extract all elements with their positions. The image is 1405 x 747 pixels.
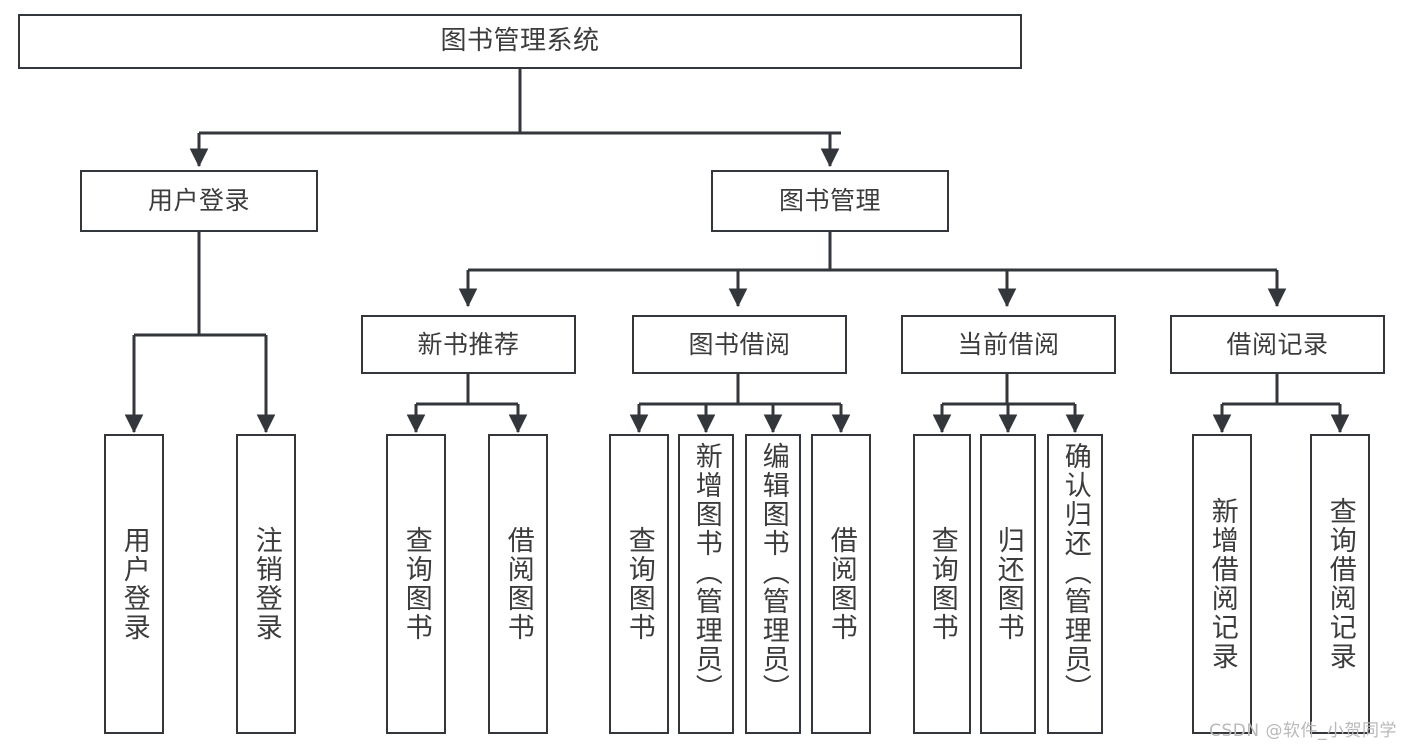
node-label: 图书借阅	[688, 329, 791, 359]
leaf-borrow-book-borrow[interactable]: 借阅图书	[811, 434, 871, 734]
node-label: 借阅图书	[502, 526, 534, 642]
node-label: 用户登录	[118, 526, 150, 642]
node-borrow-record[interactable]: 借阅记录	[1170, 315, 1385, 374]
node-label: 查询图书	[623, 526, 655, 642]
leaf-query-book-newbook[interactable]: 查询图书	[386, 434, 446, 734]
node-label: 借阅记录	[1226, 329, 1329, 359]
leaf-query-book-borrow[interactable]: 查询图书	[609, 434, 669, 734]
node-label: 查询图书	[400, 526, 432, 642]
leaf-add-borrow-record[interactable]: 新增借阅记录	[1192, 434, 1252, 734]
node-label: 查询借阅记录	[1324, 497, 1356, 671]
node-label: 归还图书	[992, 526, 1024, 642]
leaf-query-book-current[interactable]: 查询图书	[913, 434, 971, 734]
node-label: 查询图书	[926, 526, 958, 642]
leaf-add-book-admin[interactable]: 新增图书（管理员）	[678, 434, 734, 734]
leaf-confirm-return-admin[interactable]: 确认归还（管理员）	[1047, 434, 1103, 734]
node-label: 当前借阅	[957, 329, 1060, 359]
node-label: 图书管理	[778, 186, 881, 216]
csdn-watermark: CSDN @软件_小贺同学	[1209, 721, 1397, 741]
node-current-borrow[interactable]: 当前借阅	[901, 315, 1116, 374]
node-user-login[interactable]: 用户登录	[80, 170, 318, 232]
leaf-query-borrow-record[interactable]: 查询借阅记录	[1310, 434, 1370, 734]
node-label: 新增图书（管理员）	[690, 442, 722, 703]
node-label: 新增借阅记录	[1206, 497, 1238, 671]
node-label: 新书推荐	[417, 329, 520, 359]
node-label: 借阅图书	[825, 526, 857, 642]
leaf-edit-book-admin[interactable]: 编辑图书（管理员）	[745, 434, 801, 734]
node-root-system[interactable]: 图书管理系统	[18, 14, 1022, 69]
node-new-book-recommend[interactable]: 新书推荐	[361, 315, 576, 374]
node-label: 确认归还（管理员）	[1059, 442, 1091, 703]
leaf-logout[interactable]: 注销登录	[236, 434, 296, 734]
leaf-user-login[interactable]: 用户登录	[104, 434, 164, 734]
node-label: 用户登录	[147, 186, 250, 216]
node-label: 图书管理系统	[440, 26, 600, 57]
node-book-borrow[interactable]: 图书借阅	[632, 315, 847, 374]
node-book-management[interactable]: 图书管理	[711, 170, 949, 232]
node-label: 注销登录	[250, 526, 282, 642]
node-label: 编辑图书（管理员）	[757, 442, 789, 703]
leaf-return-book[interactable]: 归还图书	[980, 434, 1036, 734]
leaf-borrow-book-newbook[interactable]: 借阅图书	[488, 434, 548, 734]
